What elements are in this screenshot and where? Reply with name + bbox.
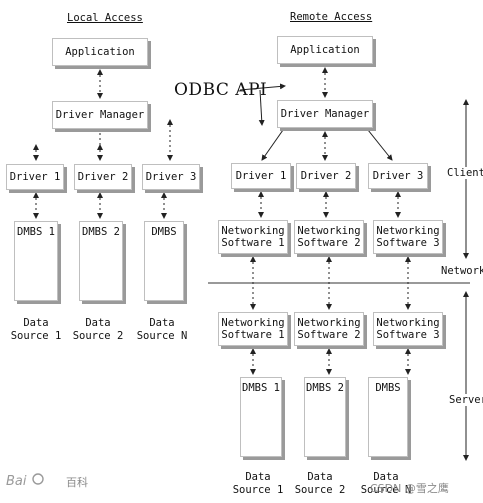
server-networking-2-box: Networking Software 2: [294, 312, 364, 346]
odbc-api-pointer-1: [258, 89, 265, 126]
local-data-source-2-label: Data Source 2: [72, 317, 124, 342]
remote-access-title: Remote Access: [290, 11, 373, 23]
odbc-api-label: ODBC API: [174, 80, 268, 100]
remote-application-box: Application: [277, 36, 373, 64]
baidu-baike-watermark: 百科: [66, 476, 88, 489]
client-networking-3-box: Networking Software 3: [373, 220, 443, 254]
local-driver-1-box: Driver 1: [6, 164, 64, 190]
server-networking-3-box: Networking Software 3: [373, 312, 443, 346]
csdn-watermark: CSDN @雪之鹰: [370, 482, 449, 495]
server-side-label: Server: [448, 394, 483, 406]
local-access-title: Local Access: [67, 12, 143, 24]
remote-driver-3-box: Driver 3: [368, 163, 428, 189]
client-networking-1-box: Networking Software 1: [218, 220, 288, 254]
local-driver-manager-box: Driver Manager: [52, 101, 148, 129]
server-networking-1-box: Networking Software 1: [218, 312, 288, 346]
local-dbms-2-box: DMBS 2: [79, 221, 123, 301]
remote-dbms-1-box: DMBS 1: [240, 377, 282, 457]
local-dbms-3-box: DMBS: [144, 221, 184, 301]
local-driver-2-box: Driver 2: [74, 164, 132, 190]
odbc-api-pointer-2: [239, 83, 286, 91]
remote-driver-manager-box: Driver Manager: [277, 100, 373, 128]
client-side-label: Client: [446, 167, 483, 179]
baidu-logo-watermark: Bai: [6, 473, 44, 489]
local-data-source-1-label: Data Source 1: [10, 317, 62, 342]
remote-driver-1-box: Driver 1: [231, 163, 291, 189]
local-driver-3-box: Driver 3: [142, 164, 200, 190]
remote-driver-2-box: Driver 2: [296, 163, 356, 189]
network-side-label: Network: [440, 265, 483, 277]
local-data-source-n-label: Data Source N: [136, 317, 188, 342]
remote-dbms-2-box: DMBS 2: [304, 377, 346, 457]
remote-data-source-n-label: Data Source N: [360, 471, 412, 496]
local-dbms-1-box: DMBS 1: [14, 221, 58, 301]
remote-data-source-2-label: Data Source 2: [294, 471, 346, 496]
svg-text:Bai: Bai: [6, 474, 27, 489]
remote-dbms-3-box: DMBS: [368, 377, 408, 457]
remote-data-source-1-label: Data Source 1: [232, 471, 284, 496]
client-networking-2-box: Networking Software 2: [294, 220, 364, 254]
local-application-box: Application: [52, 38, 148, 66]
